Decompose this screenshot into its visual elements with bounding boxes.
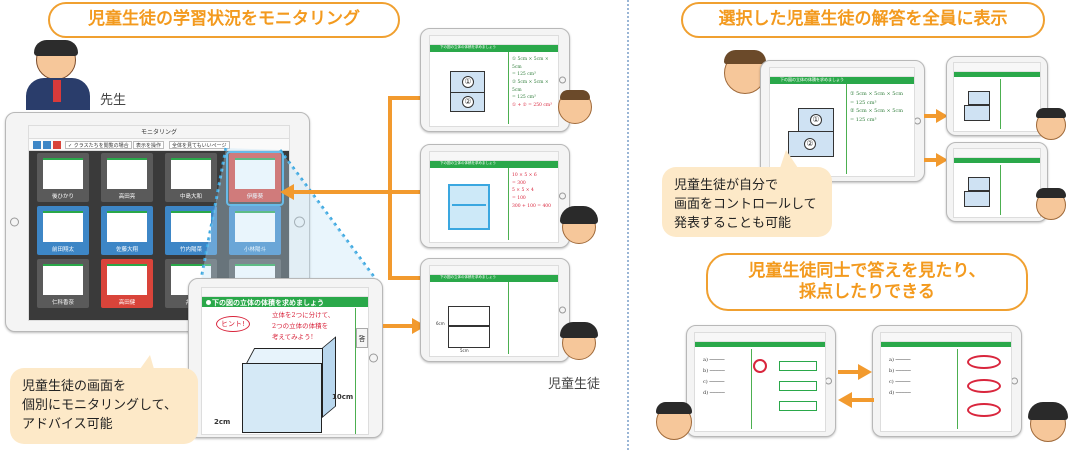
control-bubble: 児童生徒が自分で 画面をコントロールして 発表することも可能 (662, 167, 832, 237)
arrow-head (838, 392, 852, 408)
dim-left: 2cm (214, 418, 231, 426)
student-cell[interactable]: 仁科香奈 (37, 259, 89, 308)
receiver-avatar-1 (1034, 108, 1068, 144)
receiver-tablet-1 (946, 56, 1048, 136)
teacher-label: 先生 (100, 93, 127, 108)
peer-avatar-left (654, 402, 694, 446)
grid-mode-button[interactable] (43, 141, 51, 149)
receiver-avatar-2 (1034, 188, 1068, 224)
connector (388, 276, 420, 280)
peer-tablet-right: a) ───── b) ───── c) ───── d) ───── (872, 325, 1022, 437)
student-avatar-girl-2 (560, 322, 598, 362)
answer-tab[interactable]: 答 (356, 328, 368, 348)
view-mode-button[interactable] (33, 141, 41, 149)
connector (838, 370, 860, 374)
connector (924, 158, 938, 162)
arrow-head (858, 364, 872, 380)
advice-bubble: 児童生徒の画面を 個別にモニタリングして、 アドバイス可能 (10, 368, 198, 444)
class-filter-button[interactable]: ✓ クラスたちを閲覧の場合 (65, 141, 132, 149)
solution-text: ① 5cm × 5cm × 5cm = 125 cm³ ② 5cm × 5cm … (512, 57, 552, 108)
hint-text: 立体を2つに分けて、 2つの立体の体積を 考えてみよう! (272, 311, 335, 342)
connector (292, 190, 420, 194)
monitoring-title: モニタリング (29, 126, 289, 139)
student-cell[interactable]: 前田翔太 (37, 206, 89, 255)
arrow-head (936, 153, 948, 167)
teacher-avatar (22, 40, 94, 110)
control-bubble-tail (780, 150, 798, 168)
student-tablet-1: 下の図の立体の体積を求めましょう ① ② ① 5cm × 5cm × 5cm =… (420, 28, 570, 132)
student-avatar-boy (556, 90, 594, 130)
presenter-avatar (722, 50, 768, 100)
student-tablet-3: 下の図の立体の体積を求めましょう 5cm 6cm (420, 258, 570, 362)
record-button[interactable] (53, 141, 61, 149)
student-cell[interactable]: 佐藤大翔 (101, 206, 153, 255)
receiver-tablet-2 (946, 142, 1048, 222)
share-heading: 選択した児童生徒の解答を全員に表示 (681, 2, 1045, 38)
connector (388, 96, 392, 280)
hint-note: ヒント! (216, 316, 250, 332)
solution-text: 10 × 5 × 6 = 300 5 × 5 × 4 = 100 300 + 1… (512, 173, 552, 209)
student-cell[interactable]: 高田亮 (101, 153, 153, 202)
student-tablet-2: 下の図の立体の体積を求めましょう 10 × 5 × 6 = 300 5 × 5 … (420, 144, 570, 248)
advice-bubble-tail (140, 355, 154, 369)
students-label: 児童生徒 (548, 377, 601, 392)
zoom-instruction: 下の図の立体の体積を求めましょう (212, 299, 324, 307)
arrow-head (280, 184, 294, 200)
student-cell[interactable]: 小林陽斗 (229, 206, 281, 255)
solution-text: ① 5cm × 5cm × 5cm = 125 cm³ ② 5cm × 5cm … (850, 91, 903, 123)
box-top (245, 348, 335, 364)
selection-highlight (226, 151, 284, 206)
student-cell[interactable]: 中島大和 (165, 153, 217, 202)
dim-right: 10cm (332, 393, 354, 401)
student-cell[interactable]: 後ひかり (37, 153, 89, 202)
student-cell-selected[interactable]: 伊藤葵 (229, 153, 281, 202)
connector (383, 324, 415, 328)
connector (388, 96, 420, 100)
zoomed-student-tablet: 下の図の立体の体積を求めましょう ヒント! 立体を2つに分けて、 2つの立体の体… (188, 278, 383, 438)
monitor-heading: 児童生徒の学習状況をモニタリング (48, 2, 400, 38)
box-front (242, 363, 322, 433)
monitoring-toolbar: ✓ クラスたちを閲覧の場合 表示を操作 全体を見てもいいページ (29, 139, 289, 151)
student-cell[interactable]: 竹内陽菜 (165, 206, 217, 255)
section-divider (627, 0, 629, 450)
peer-tablet-left: a) ───── b) ───── c) ───── d) ───── (686, 325, 836, 437)
peer-heading: 児童生徒同士で答えを見たり、 採点したりできる (706, 253, 1028, 311)
connector (924, 114, 938, 118)
student-avatar-girl (560, 206, 598, 246)
peer-avatar-right (1028, 402, 1068, 446)
arrow-head (936, 109, 948, 123)
page-select-button[interactable]: 全体を見てもいいページ (169, 141, 230, 149)
student-cell[interactable]: 高田健 (101, 259, 153, 308)
display-control-button[interactable]: 表示を操作 (133, 141, 165, 149)
presenter-tablet: 下の図の立体の体積を求めましょう ① ② ① 5cm × 5cm × 5cm =… (760, 60, 925, 182)
connector (852, 398, 874, 402)
